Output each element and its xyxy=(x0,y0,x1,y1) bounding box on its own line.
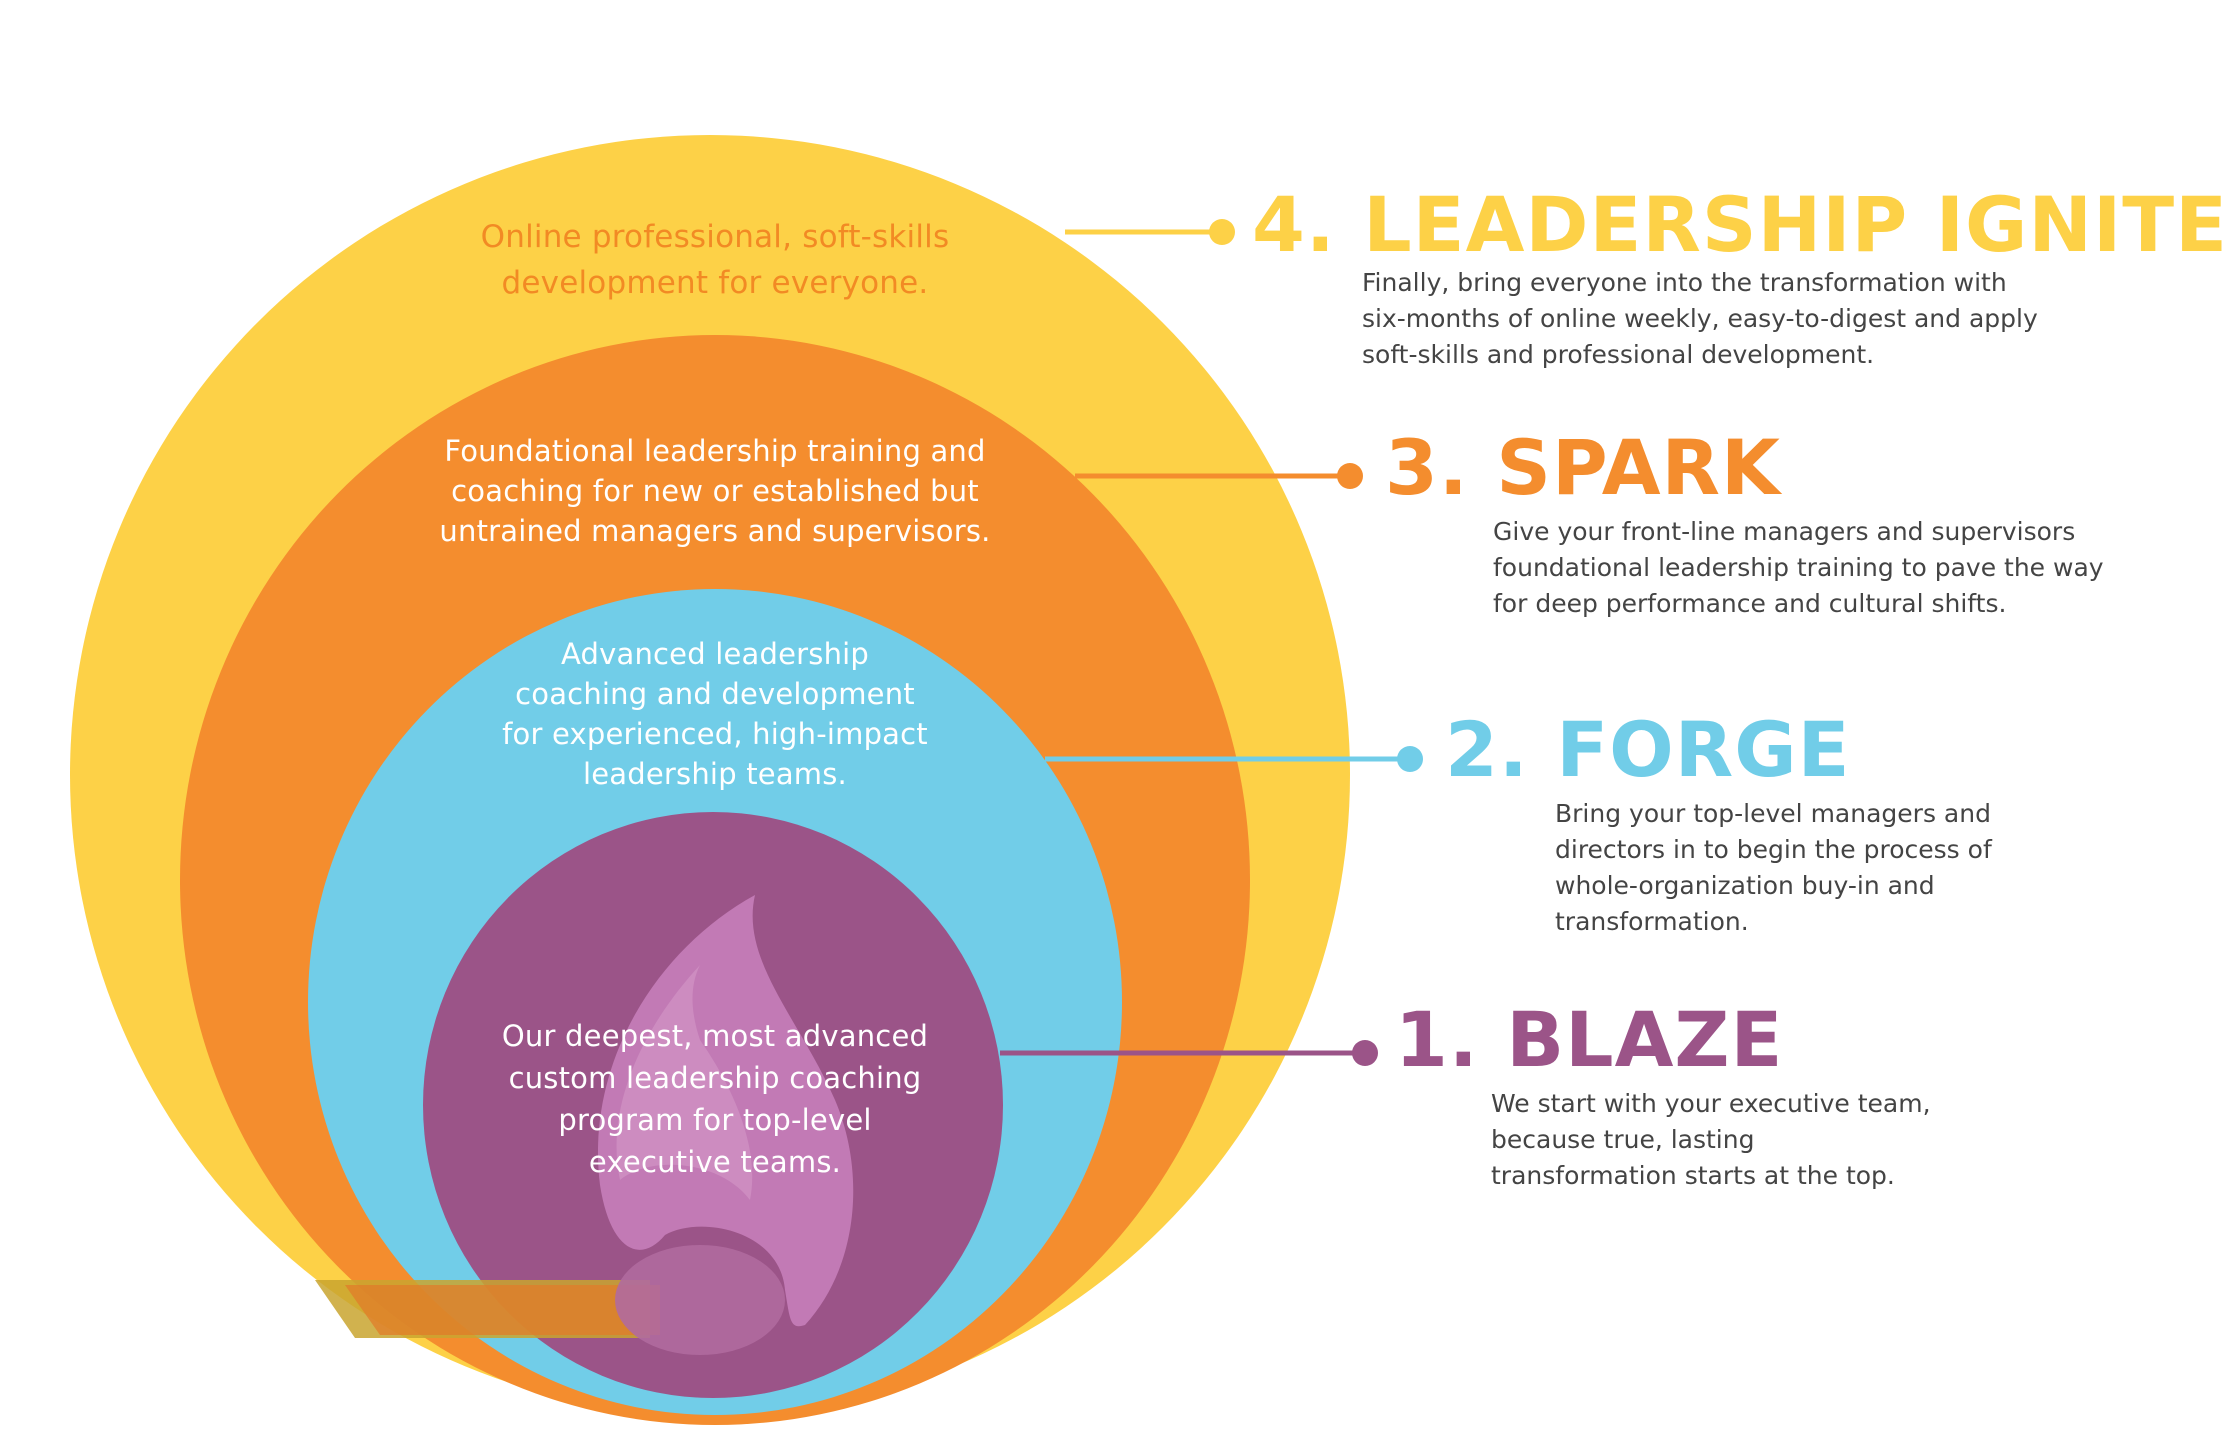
stage-ignite: 4. LEADERSHIP IGNITE Finally, bring ever… xyxy=(1252,185,2228,373)
stage-blaze: 1. BLAZE We start with your executive te… xyxy=(1395,1000,1931,1194)
connector-forge xyxy=(1045,746,1423,772)
flame-icon xyxy=(315,895,854,1355)
stage-forge-heading: 2. FORGE xyxy=(1445,710,1992,790)
stage-forge-desc-line: transformation. xyxy=(1555,907,1749,936)
blaze-circle-line: program for top-level xyxy=(558,1103,872,1137)
connector-spark xyxy=(1075,463,1363,489)
stage-ignite-desc-line: Finally, bring everyone into the transfo… xyxy=(1362,268,2007,297)
stage-ignite-title: LEADERSHIP IGNITE xyxy=(1363,180,2228,269)
spark-circle-line: untrained managers and supervisors. xyxy=(439,514,991,548)
forge-circle-line: leadership teams. xyxy=(583,757,847,791)
stage-forge-title: FORGE xyxy=(1556,705,1851,794)
stage-forge-desc-line: Bring your top-level managers and xyxy=(1555,799,1991,828)
stage-spark-heading: 3. SPARK xyxy=(1385,428,2104,508)
stage-forge-desc: Bring your top-level managers and direct… xyxy=(1555,796,1992,940)
connector-blaze xyxy=(1000,1040,1378,1066)
stage-forge-number: 2. xyxy=(1445,705,1529,794)
forge-circle-line: for experienced, high-impact xyxy=(502,717,928,751)
stage-blaze-desc-line: because true, lasting xyxy=(1491,1125,1755,1154)
ignite-circle-line: development for everyone. xyxy=(501,265,929,301)
stage-spark-number: 3. xyxy=(1385,423,1469,512)
connector-ignite xyxy=(1065,219,1235,245)
stage-spark-desc-line: Give your front-line managers and superv… xyxy=(1493,517,2076,546)
spark-circle-line: Foundational leadership training and xyxy=(444,434,986,468)
stage-spark: 3. SPARK Give your front-line managers a… xyxy=(1385,428,2104,622)
stage-ignite-number: 4. xyxy=(1252,180,1336,269)
stage-spark-title: SPARK xyxy=(1496,423,1781,512)
stage-ignite-heading: 4. LEADERSHIP IGNITE xyxy=(1252,185,2228,265)
stage-spark-desc: Give your front-line managers and superv… xyxy=(1493,514,2104,622)
forge-circle-line: Advanced leadership xyxy=(560,637,870,671)
forge-circle-line: coaching and development xyxy=(515,677,915,711)
ignite-circle-line: Online professional, soft-skills xyxy=(480,219,950,255)
ignite-circle-text: Online professional, soft-skills develop… xyxy=(415,214,1015,306)
stage-blaze-number: 1. xyxy=(1395,995,1479,1084)
spark-circle-text: Foundational leadership training and coa… xyxy=(415,431,1015,551)
spark-circle-line: coaching for new or established but xyxy=(451,474,979,508)
stage-ignite-desc: Finally, bring everyone into the transfo… xyxy=(1362,265,2228,373)
blaze-circle-line: Our deepest, most advanced xyxy=(501,1019,929,1053)
stage-blaze-title: BLAZE xyxy=(1506,995,1784,1084)
blaze-circle-line: executive teams. xyxy=(588,1145,842,1179)
stage-spark-desc-line: foundational leadership training to pave… xyxy=(1493,553,2104,582)
stage-forge-desc-line: directors in to begin the process of xyxy=(1555,835,1992,864)
stage-forge: 2. FORGE Bring your top-level managers a… xyxy=(1445,710,1992,940)
blaze-circle-line: custom leadership coaching xyxy=(508,1061,922,1095)
stage-forge-desc-line: whole-organization buy-in and xyxy=(1555,871,1935,900)
stage-ignite-desc-line: soft-skills and professional development… xyxy=(1362,340,1875,369)
stage-blaze-desc-line: transformation starts at the top. xyxy=(1491,1161,1895,1190)
stage-blaze-heading: 1. BLAZE xyxy=(1395,1000,1931,1080)
stage-spark-desc-line: for deep performance and cultural shifts… xyxy=(1493,589,2007,618)
stage-ignite-desc-line: six-months of online weekly, easy-to-dig… xyxy=(1362,304,2038,333)
stage-blaze-desc: We start with your executive team, becau… xyxy=(1491,1086,1931,1194)
forge-circle-text: Advanced leadership coaching and develop… xyxy=(465,634,965,794)
stage-blaze-desc-line: We start with your executive team, xyxy=(1491,1089,1931,1118)
blaze-circle-text: Our deepest, most advanced custom leader… xyxy=(465,1015,965,1183)
